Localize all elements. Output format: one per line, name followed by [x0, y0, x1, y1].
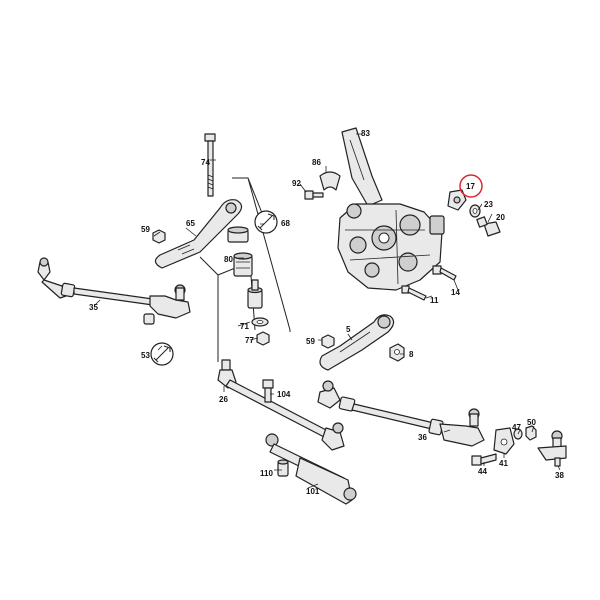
nut-77[interactable]: [256, 331, 270, 346]
clip-86[interactable]: [319, 171, 341, 191]
callout-68[interactable]: 68: [281, 219, 290, 228]
bushing-68[interactable]: [227, 226, 249, 243]
callout-92[interactable]: 92: [292, 179, 301, 188]
bolt-74[interactable]: [204, 133, 216, 197]
callout-11[interactable]: 11: [430, 296, 439, 305]
wrench-icon-53: [150, 342, 174, 366]
callout-74[interactable]: 74: [201, 158, 210, 167]
screw-92[interactable]: [304, 190, 324, 200]
callout-38[interactable]: 38: [555, 471, 564, 480]
nut-8[interactable]: [389, 343, 405, 362]
fitting-17[interactable]: [447, 189, 467, 211]
nut-50[interactable]: [525, 425, 537, 441]
bushing-110[interactable]: [277, 459, 289, 477]
tie-rod-36[interactable]: [317, 380, 485, 447]
bushing-80[interactable]: [233, 252, 253, 277]
callout-5[interactable]: 5: [346, 325, 351, 334]
bolt-44[interactable]: [471, 453, 497, 466]
callout-8[interactable]: 8: [409, 350, 414, 359]
callout-83[interactable]: 83: [361, 129, 370, 138]
bolt-14[interactable]: [432, 265, 457, 281]
bolt-104[interactable]: [262, 379, 274, 403]
bushing-71[interactable]: [247, 279, 263, 309]
bolt-11[interactable]: [401, 285, 427, 301]
callout-14[interactable]: 14: [451, 288, 460, 297]
callout-44[interactable]: 44: [478, 467, 487, 476]
callout-53[interactable]: 53: [141, 351, 150, 360]
callout-71[interactable]: 71: [240, 322, 249, 331]
callout-36[interactable]: 36: [418, 433, 427, 442]
cover-83[interactable]: [341, 127, 383, 207]
callout-17[interactable]: 17: [466, 182, 475, 191]
nut-59-bottom[interactable]: [321, 334, 335, 349]
callout-35[interactable]: 35: [89, 303, 98, 312]
callout-47[interactable]: 47: [512, 423, 521, 432]
callout-41[interactable]: 41: [499, 459, 508, 468]
steering-damper-101[interactable]: [265, 433, 357, 505]
tie-rod-35-left[interactable]: [37, 257, 191, 325]
wrench-icon-68: [254, 210, 278, 234]
callout-86[interactable]: 86: [312, 158, 321, 167]
callout-65[interactable]: 65: [186, 219, 195, 228]
drag-link-26[interactable]: [217, 359, 345, 451]
callout-23[interactable]: 23: [484, 200, 493, 209]
callout-59-top[interactable]: 59: [141, 225, 150, 234]
steering-gearbox[interactable]: [337, 203, 445, 291]
ball-joint-38[interactable]: [537, 430, 567, 467]
callout-59-bottom[interactable]: 59: [306, 337, 315, 346]
callout-80[interactable]: 80: [224, 255, 233, 264]
pitman-arm-5[interactable]: [319, 314, 395, 371]
callout-101[interactable]: 101: [306, 487, 320, 496]
bolt-20[interactable]: [476, 216, 501, 237]
highlight-ring-17: [459, 174, 483, 198]
clamp-41[interactable]: [493, 427, 515, 455]
nut-59-top[interactable]: [152, 229, 166, 244]
idler-arm-65[interactable]: [154, 199, 243, 269]
washer-23[interactable]: [469, 204, 481, 218]
assembly-bracket-lines: [199, 177, 291, 362]
callout-20[interactable]: 20: [496, 213, 505, 222]
callout-77[interactable]: 77: [245, 336, 254, 345]
washer-71[interactable]: [251, 317, 269, 327]
callout-104[interactable]: 104: [277, 390, 291, 399]
callout-26[interactable]: 26: [219, 395, 228, 404]
leader-lines: [93, 133, 561, 489]
callout-50[interactable]: 50: [527, 418, 536, 427]
callout-110[interactable]: 110: [260, 469, 273, 478]
